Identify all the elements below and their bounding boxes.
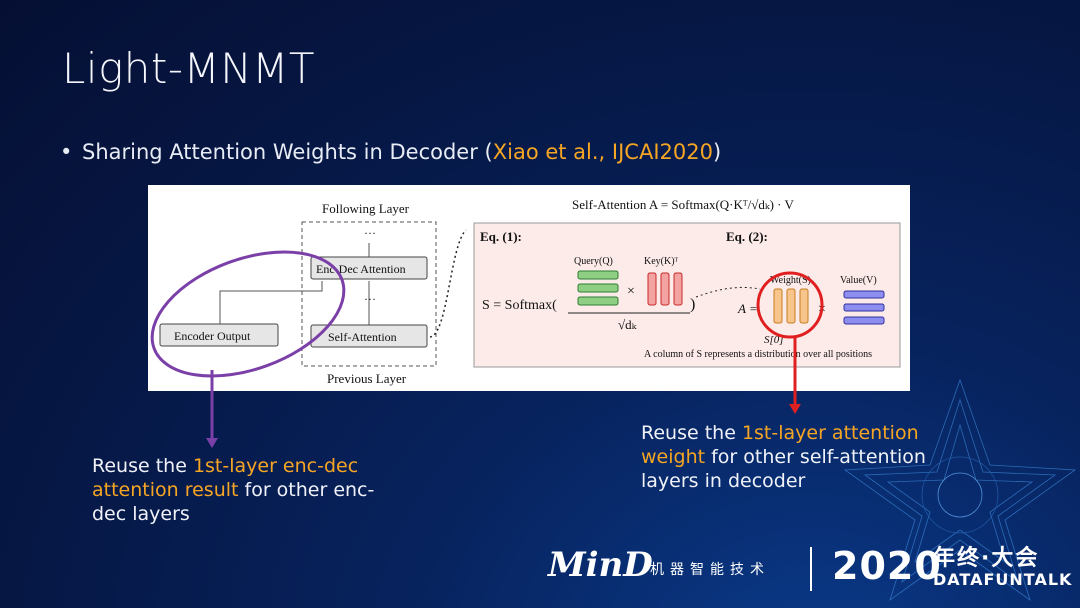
- mind-logo: MinD: [548, 545, 653, 585]
- encoder-output-label: Encoder Output: [174, 329, 251, 343]
- caption: A column of S represents a distribution …: [644, 349, 872, 360]
- purple-arrow-head: [206, 438, 218, 448]
- red-circle: [756, 271, 824, 339]
- bullet-close: ): [712, 140, 722, 164]
- logo-brand: DATAFUNTALK: [933, 570, 1073, 589]
- weight-bar: [773, 288, 783, 324]
- citation-link[interactable]: Xiao et al., IJCAI2020: [492, 140, 713, 164]
- bullet-marker: •: [60, 140, 73, 164]
- dotted-link-s: [695, 286, 761, 298]
- decoder-layer-box: [301, 221, 437, 367]
- key-bar: [673, 272, 683, 306]
- eq1-label: Eq. (1):: [480, 229, 522, 244]
- figure-svg: Following Layer ··· Enc-Dec Attention ··…: [150, 197, 901, 386]
- following-layer-label: Following Layer: [322, 201, 410, 216]
- architecture-figure: Following Layer ··· Enc-Dec Attention ··…: [148, 185, 910, 391]
- weight-label: Weight(S): [770, 275, 811, 286]
- weight-bar: [799, 288, 809, 324]
- value-label: Value(V): [840, 275, 877, 286]
- note-right-pre: Reuse the: [641, 422, 742, 444]
- s-formula: S = Softmax(: [482, 298, 557, 313]
- weight-bar: [786, 288, 796, 324]
- self-attention-formula: Self-Attention A = Softmax(Q·Kᵀ/√dₖ) · V: [572, 197, 795, 212]
- logo-cn-text: 机器智能技术: [650, 562, 770, 578]
- note-left: Reuse the 1st-layer enc-dec attention re…: [92, 454, 382, 526]
- encoder-to-encdec-line: [219, 281, 323, 324]
- query-bar: [577, 270, 619, 280]
- query-bar: [577, 283, 619, 293]
- query-label: Query(Q): [574, 256, 613, 267]
- slide-title: Light-MNMT: [62, 44, 316, 93]
- key-label: Key(K)ᵀ: [644, 256, 679, 267]
- logo-event: 年终·大会: [933, 546, 1040, 571]
- dots-top: ···: [364, 226, 376, 240]
- value-bar: [843, 290, 885, 299]
- encoder-output-box: [159, 323, 279, 347]
- note-right: Reuse the 1st-layer attention weight for…: [641, 421, 931, 493]
- starburst-decoration: [843, 378, 1077, 602]
- logo-year: 2020: [832, 544, 942, 588]
- query-bar: [577, 296, 619, 306]
- key-bar: [660, 272, 670, 306]
- logo-separator: [810, 547, 812, 591]
- sqrt-dk: √dₖ: [618, 317, 638, 332]
- note-left-pre: Reuse the: [92, 455, 193, 477]
- note-right-post: for other self-attention layers in decod…: [641, 446, 926, 492]
- note-left-post: for other enc-dec layers: [92, 479, 375, 525]
- self-attention-box: [310, 324, 428, 348]
- self-attention-label: Self-Attention: [328, 330, 397, 344]
- close-paren: ): [690, 296, 695, 313]
- a-equals: A =: [737, 301, 758, 316]
- value-bar: [843, 316, 885, 325]
- note-right-highlight: 1st-layer attention weight: [641, 422, 919, 468]
- value-bar: [843, 303, 885, 312]
- previous-layer-label: Previous Layer: [327, 371, 407, 386]
- note-left-highlight: 1st-layer enc-dec attention result: [92, 455, 359, 501]
- equations-panel: [473, 222, 901, 368]
- key-bar: [647, 272, 657, 306]
- s0-label: S[0]: [764, 334, 784, 346]
- eq2-label: Eq. (2):: [726, 229, 768, 244]
- dots-mid: ···: [364, 292, 376, 306]
- times-sign: ×: [627, 284, 635, 299]
- bullet-line: • Sharing Attention Weights in Decoder (X…: [60, 140, 721, 164]
- purple-ellipse: [150, 250, 346, 378]
- red-arrow-head: [789, 404, 801, 414]
- bullet-text: Sharing Attention Weights in Decoder (: [82, 140, 493, 164]
- dotted-link-arrow: [429, 229, 467, 338]
